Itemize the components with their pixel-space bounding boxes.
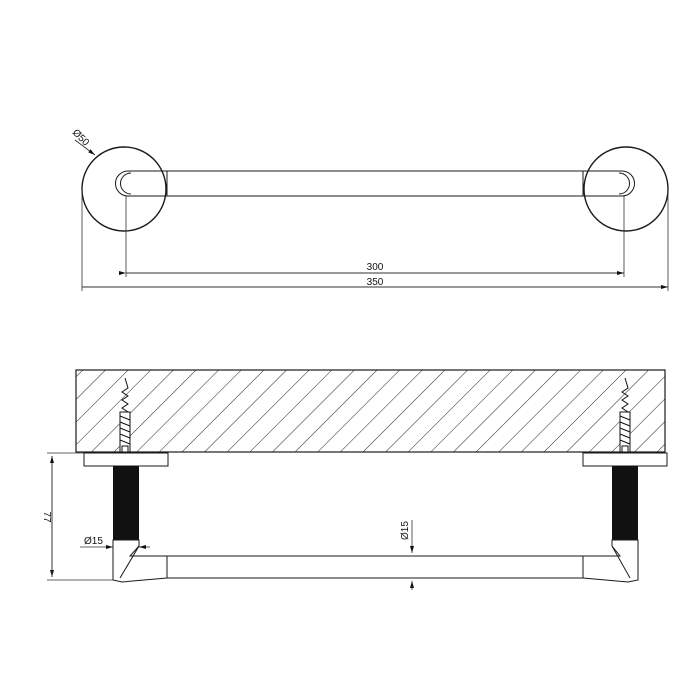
right-rosette <box>583 146 669 232</box>
wall-section <box>75 369 666 453</box>
top-view <box>74 139 669 291</box>
dim-300-label: 300 <box>367 262 384 273</box>
bar-side <box>112 539 639 583</box>
bar-top <box>115 170 635 197</box>
post-diameter-label: Ø15 <box>84 536 103 547</box>
left-rosette <box>81 146 167 232</box>
right-screw <box>619 377 631 453</box>
left-screw <box>119 377 131 453</box>
left-plate <box>83 452 169 467</box>
right-post <box>612 466 638 540</box>
side-view <box>47 369 668 590</box>
bar-diameter-label: Ø15 <box>400 521 411 540</box>
height-label: 77 <box>41 511 52 523</box>
rosette-diameter-label: Ø50 <box>70 127 91 148</box>
right-plate <box>582 452 668 467</box>
dim-350-label: 350 <box>367 277 384 288</box>
left-post <box>113 466 139 540</box>
